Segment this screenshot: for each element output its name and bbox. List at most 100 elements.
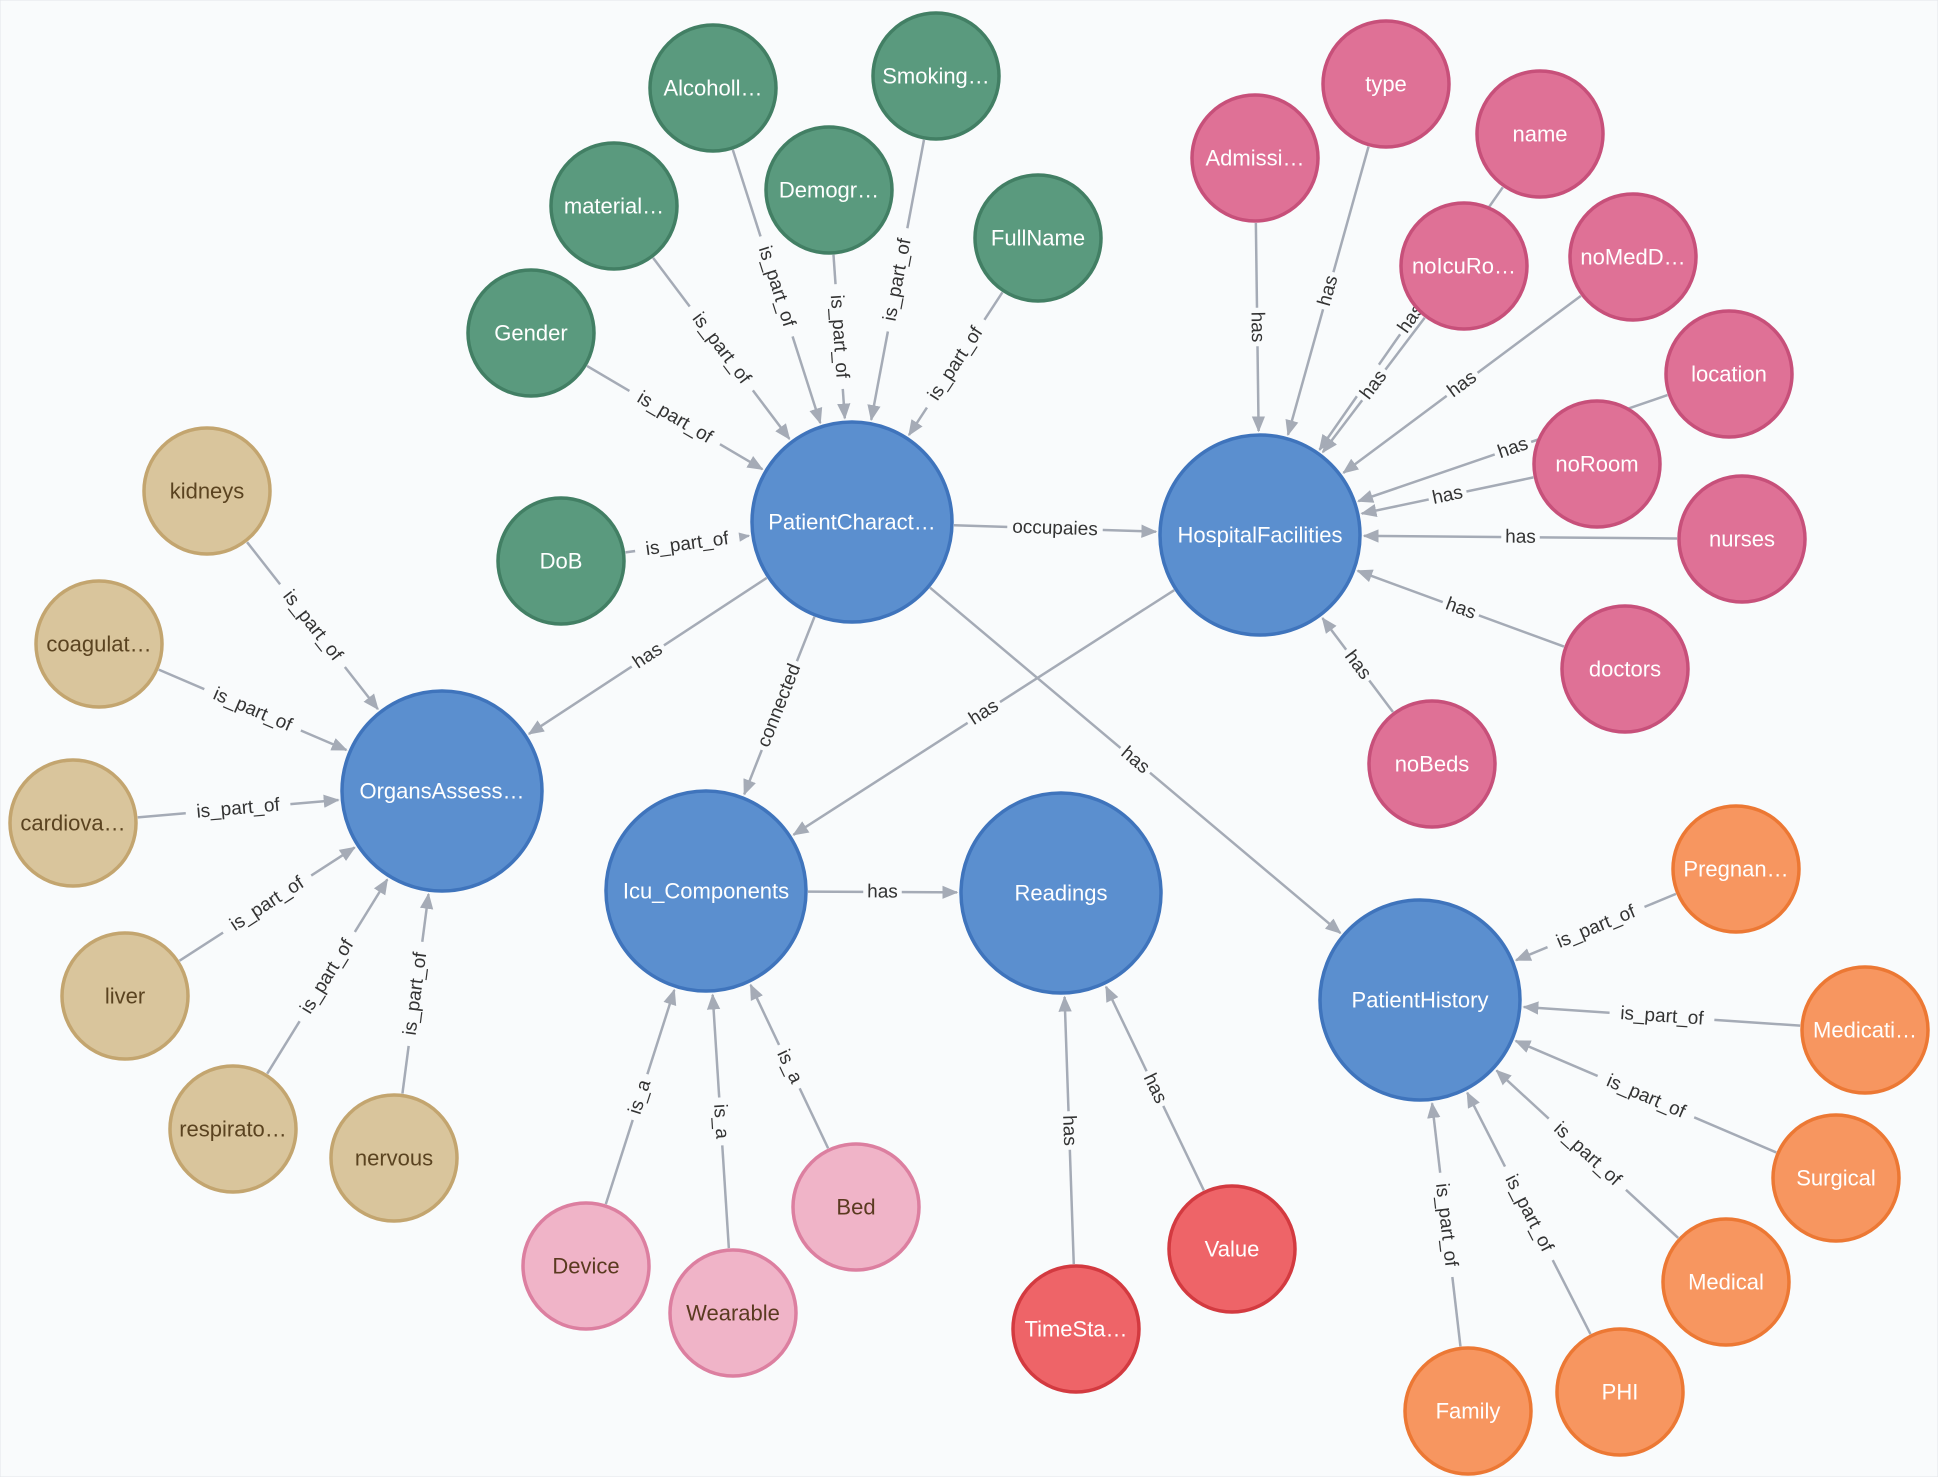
node-gender[interactable]: Gender (466, 268, 596, 398)
edge-nervous-organs: is_part_of (396, 892, 435, 1094)
node-admissi[interactable]: Admissi… (1190, 93, 1320, 223)
node-pregnan[interactable]: Pregnan… (1671, 804, 1801, 934)
node-circle[interactable] (871, 11, 1001, 141)
node-wearable[interactable]: Wearable (668, 1248, 798, 1378)
edge-label-background (199, 678, 306, 742)
node-readings[interactable]: Readings (959, 791, 1163, 995)
node-history[interactable]: PatientHistory (1318, 898, 1522, 1102)
node-value[interactable]: Value (1167, 1184, 1297, 1314)
node-location[interactable]: location (1664, 309, 1794, 439)
node-nurses[interactable]: nurses (1677, 474, 1807, 604)
node-circle[interactable] (1677, 474, 1807, 604)
node-coagulat[interactable]: coagulat… (34, 579, 164, 709)
node-liver[interactable]: liver (60, 931, 190, 1061)
node-circle[interactable] (1560, 604, 1690, 734)
node-circle[interactable] (1190, 93, 1320, 223)
node-circle[interactable] (1399, 201, 1529, 331)
node-circle[interactable] (340, 689, 544, 893)
node-circle[interactable] (1664, 309, 1794, 439)
edge-label-background (1056, 1110, 1082, 1151)
node-circle[interactable] (1403, 1346, 1533, 1476)
node-circle[interactable] (496, 496, 626, 626)
edge-label-background (1438, 590, 1484, 627)
node-circle[interactable] (329, 1093, 459, 1223)
node-noroom[interactable]: noRoom (1532, 399, 1662, 529)
node-material[interactable]: material… (549, 141, 679, 271)
node-circle[interactable] (1011, 1264, 1141, 1394)
edge-label-background (1542, 895, 1650, 959)
node-circle[interactable] (750, 420, 954, 624)
node-nobeds[interactable]: noBeds (1367, 699, 1497, 829)
node-circle[interactable] (1475, 69, 1605, 199)
node-circle[interactable] (1568, 192, 1698, 322)
node-circle[interactable] (168, 1064, 298, 1194)
edge-medicati-history: is_part_of (1522, 1000, 1801, 1032)
node-circle[interactable] (1321, 19, 1451, 149)
node-icu[interactable]: Icu_Components (604, 789, 808, 993)
node-kidneys[interactable]: kidneys (142, 426, 272, 556)
node-bed[interactable]: Bed (791, 1142, 921, 1272)
node-circle[interactable] (648, 23, 778, 153)
node-medical[interactable]: Medical (1661, 1217, 1791, 1347)
node-circle[interactable] (1318, 898, 1522, 1102)
node-circle[interactable] (1532, 399, 1662, 529)
edge-label-background (750, 656, 809, 755)
node-demogr[interactable]: Demogr… (764, 125, 894, 255)
node-circle[interactable] (668, 1248, 798, 1378)
node-circle[interactable] (1167, 1184, 1297, 1314)
node-type[interactable]: type (1321, 19, 1451, 149)
node-circle[interactable] (142, 426, 272, 556)
node-circle[interactable] (1158, 433, 1362, 637)
node-phi[interactable]: PHI (1555, 1327, 1685, 1457)
node-circle[interactable] (1555, 1327, 1685, 1457)
node-circle[interactable] (60, 931, 190, 1061)
node-circle[interactable] (8, 758, 138, 888)
edge-timesta-readings: has (1056, 995, 1082, 1265)
node-circle[interactable] (973, 173, 1103, 303)
node-alcohol[interactable]: Alcoholl… (648, 23, 778, 153)
edge-nurses-hospital: has (1362, 525, 1678, 550)
node-medicati[interactable]: Medicati… (1800, 965, 1930, 1095)
edge-cardiova-organs: is_part_of (137, 792, 340, 826)
node-nomedd[interactable]: noMedD… (1568, 192, 1698, 322)
node-circle[interactable] (764, 125, 894, 255)
node-circle[interactable] (791, 1142, 921, 1272)
node-circle[interactable] (521, 1201, 651, 1331)
node-circle[interactable] (34, 579, 164, 709)
node-nervous[interactable]: nervous (329, 1093, 459, 1223)
node-fullname[interactable]: FullName (973, 173, 1103, 303)
node-dob[interactable]: DoB (496, 496, 626, 626)
edge-label-background (1592, 1064, 1699, 1129)
node-device[interactable]: Device (521, 1201, 651, 1331)
node-doctors[interactable]: doctors (1560, 604, 1690, 734)
node-patientchar[interactable]: PatientCharact… (750, 420, 954, 624)
node-family[interactable]: Family (1403, 1346, 1533, 1476)
node-circle[interactable] (1800, 965, 1930, 1095)
edge-type-hospital: has (1285, 146, 1370, 437)
node-noicuro[interactable]: noIcuRo… (1399, 201, 1529, 331)
node-timesta[interactable]: TimeSta… (1011, 1264, 1141, 1394)
node-surgical[interactable]: Surgical (1771, 1113, 1901, 1243)
node-circle[interactable] (1671, 804, 1801, 934)
edge-label-background (621, 1070, 659, 1124)
node-circle[interactable] (1771, 1113, 1901, 1243)
edge-smoking-patientchar: is_part_of (867, 139, 926, 422)
edge-label-background (1426, 479, 1469, 512)
edge-admissi-hospital: has (1244, 222, 1270, 433)
node-circle[interactable] (604, 789, 808, 993)
node-circle[interactable] (959, 791, 1163, 995)
edge-label-background (1244, 307, 1270, 347)
node-name[interactable]: name (1475, 69, 1605, 199)
node-hospital[interactable]: HospitalFacilities (1158, 433, 1362, 637)
node-respirato[interactable]: respirato… (168, 1064, 298, 1194)
node-circle[interactable] (1367, 699, 1497, 829)
node-circle[interactable] (466, 268, 596, 398)
edge-demogr-patientchar: is_part_of (823, 254, 855, 420)
node-circle[interactable] (1661, 1217, 1791, 1347)
edge-wearable-icu: is_a (706, 993, 735, 1249)
node-circle[interactable] (549, 141, 679, 271)
node-organs[interactable]: OrgansAssess… (340, 689, 544, 893)
edge-label-background (1428, 1171, 1465, 1279)
node-cardiova[interactable]: cardiova… (8, 758, 138, 888)
node-smoking[interactable]: Smoking… (871, 11, 1001, 141)
